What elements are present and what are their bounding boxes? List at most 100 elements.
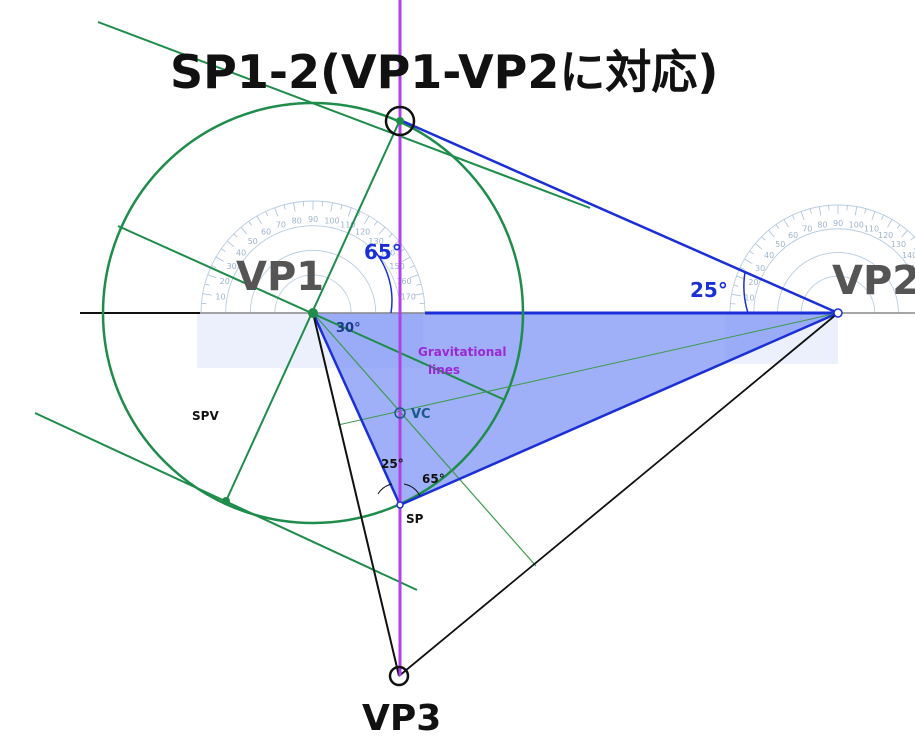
lines-label: lines	[428, 363, 460, 377]
protractor-tick	[256, 215, 262, 224]
protractor-tick	[881, 214, 885, 220]
protractor-tick	[388, 233, 393, 238]
protractor-number: 30	[227, 262, 237, 271]
protractor-tick	[402, 256, 411, 262]
protractor-number: 70	[276, 221, 286, 230]
protractor-tick	[768, 230, 775, 238]
arc-25-right	[743, 271, 749, 314]
angle-30-label: 30°	[336, 321, 361, 336]
protractor-number: 80	[292, 216, 302, 225]
diagram-title: SP1-2(VP1-VP2に対応)	[170, 45, 718, 99]
protractor-tick	[749, 250, 754, 255]
protractor-tick	[744, 258, 753, 264]
protractor-number: 70	[802, 224, 812, 233]
sp12-point	[396, 117, 404, 125]
arc-65-top	[373, 249, 393, 314]
protractor-number: 120	[878, 231, 893, 240]
protractor-tick	[211, 265, 217, 269]
protractor-number: 30	[755, 264, 765, 273]
protractor-number: 110	[340, 221, 355, 230]
vp2-vp3-line	[398, 312, 839, 677]
protractor-tick	[901, 230, 908, 238]
spv-point	[222, 497, 230, 505]
tangent-line-top	[97, 21, 591, 209]
vp3-marker-circle	[388, 665, 410, 687]
protractor-number: 60	[261, 228, 271, 237]
protractor-tick	[414, 293, 424, 296]
protractor-number: 20	[220, 277, 230, 286]
protractor-tick	[755, 243, 763, 250]
protractor-tick	[221, 248, 226, 252]
protractor-number: 150	[911, 264, 915, 273]
arc-25-sp	[377, 483, 393, 495]
protractor-ring	[753, 228, 915, 314]
protractor-tick	[910, 236, 915, 241]
protractor-tick	[409, 265, 415, 269]
protractor-tick	[347, 207, 352, 217]
vp2-point	[833, 308, 843, 318]
triangle-vp1-vp2-sp	[313, 313, 838, 505]
protractor-number: 130	[368, 237, 383, 246]
protractor-ring	[777, 252, 899, 314]
protractor-number: 40	[236, 249, 246, 258]
protractor-tick	[887, 219, 893, 228]
protractor-number: 140	[380, 249, 395, 258]
sp-label: SP	[406, 512, 424, 526]
protractor-tick	[364, 215, 370, 224]
protractor-tick	[761, 236, 766, 241]
protractor-number: 150	[389, 262, 404, 271]
sp-point	[396, 501, 404, 509]
vp1-diagonal-thin	[312, 312, 537, 567]
protractor-number: 90	[833, 219, 843, 228]
protractor-tick	[775, 224, 780, 229]
protractor-tick	[233, 233, 238, 238]
sp-vp2-line	[399, 311, 839, 507]
gravitational-label: Gravitational	[418, 345, 506, 359]
protractor-number: 160	[396, 277, 411, 286]
protractor-tick	[733, 284, 739, 287]
protractor-tick	[207, 274, 217, 279]
angle-65-sp-label: 65°	[422, 472, 445, 486]
protractor-number: 50	[248, 237, 258, 246]
protractor-tick	[818, 206, 822, 216]
protractor-tick	[739, 266, 745, 270]
protractor-tick	[283, 204, 286, 210]
angle-65-label: 65°	[364, 240, 402, 264]
protractor-tick	[248, 221, 252, 226]
vp1-point	[308, 308, 318, 318]
protractor-tick	[783, 219, 789, 228]
protractor-tick	[731, 293, 741, 297]
protractor-tick	[204, 283, 210, 286]
spv-label: SPV	[192, 409, 219, 423]
protractor-number: 170	[401, 293, 416, 302]
sp12-vp2-line	[399, 118, 839, 315]
protractor-tick	[357, 211, 361, 217]
protractor-tick	[265, 211, 269, 217]
protractor-tick	[378, 226, 386, 235]
protractor-tick	[274, 207, 279, 217]
vp1-label: VP1	[236, 254, 324, 300]
protractor-number: 80	[817, 220, 827, 229]
vp2-label: VP2	[832, 258, 915, 304]
protractor-tick	[871, 211, 876, 221]
protractor-number: 10	[215, 293, 225, 302]
protractor-tick	[896, 224, 901, 229]
protractor-number: 10	[744, 293, 754, 302]
protractor-tick	[809, 208, 812, 214]
protractor-ring	[249, 249, 377, 314]
protractor-number: 50	[775, 240, 785, 249]
vp1-sp-line	[311, 312, 402, 506]
protractor-tick	[226, 240, 235, 248]
protractor-tick	[340, 204, 343, 210]
protractor-tick	[791, 214, 795, 220]
angle-25-label: 25°	[690, 278, 728, 302]
protractor-number: 20	[748, 278, 758, 287]
protractor-ring	[274, 274, 352, 314]
sp12-marker-circle	[384, 105, 416, 137]
protractor-tick	[330, 202, 333, 212]
vp1-vp3-line	[312, 312, 400, 677]
vc-line-thin	[337, 312, 839, 426]
protractor-number: 120	[355, 228, 370, 237]
protractor-tick	[240, 226, 248, 235]
